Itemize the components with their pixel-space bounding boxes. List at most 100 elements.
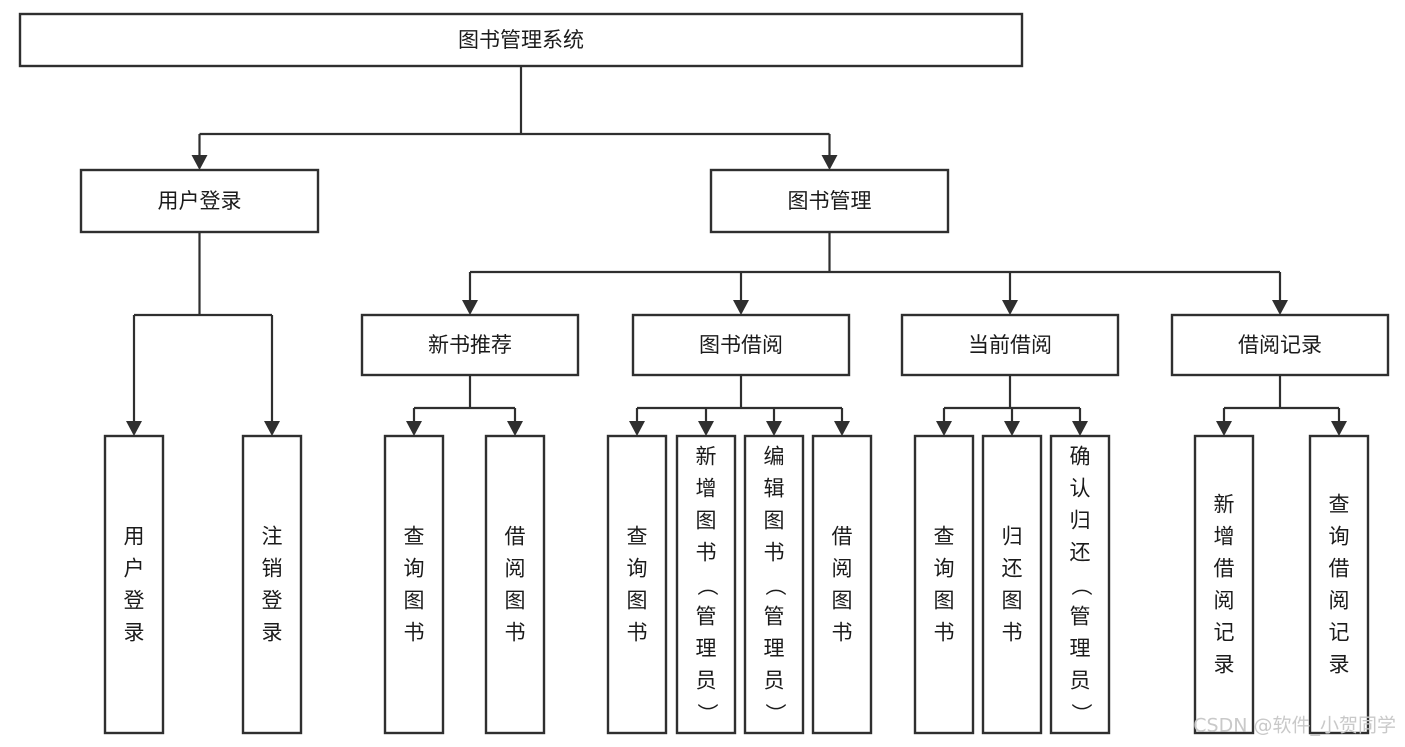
node-current-borrow[interactable]: 当前借阅 <box>900 313 1120 377</box>
svg-text:书: 书 <box>934 621 955 645</box>
node-box-book-management <box>709 168 950 234</box>
svg-text:询: 询 <box>627 557 648 581</box>
svg-text:辑: 辑 <box>764 477 785 501</box>
arrowhead-leaf-add-book <box>698 421 714 436</box>
svg-text:图: 图 <box>832 589 853 613</box>
svg-text:书: 书 <box>1002 621 1023 645</box>
node-box-leaf-add-book <box>675 434 737 735</box>
arrowhead-leaf-add-record <box>1216 421 1232 436</box>
svg-text:阅: 阅 <box>1329 589 1350 613</box>
svg-text:员: 员 <box>1070 669 1091 693</box>
arrowhead-borrow-record <box>1272 300 1288 315</box>
svg-text:询: 询 <box>1329 525 1350 549</box>
svg-text:录: 录 <box>1214 653 1235 677</box>
arrowhead-leaf-edit-book <box>766 421 782 436</box>
node-box-root <box>18 12 1024 68</box>
svg-text:录: 录 <box>1329 653 1350 677</box>
svg-text:归: 归 <box>1002 525 1023 549</box>
svg-text:）: ） <box>1069 703 1093 724</box>
svg-text:销: 销 <box>262 557 283 581</box>
svg-text:增: 增 <box>1214 525 1235 549</box>
svg-text:登: 登 <box>262 589 283 613</box>
node-label-book-management: 图书管理 <box>788 189 872 213</box>
node-box-leaf-user-login <box>103 434 165 735</box>
node-box-leaf-cur-query-book <box>913 434 975 735</box>
node-root[interactable]: 图书管理系统 <box>18 12 1024 68</box>
svg-text:阅: 阅 <box>505 557 526 581</box>
svg-text:理: 理 <box>1070 637 1091 661</box>
arrowhead-user-login <box>191 155 208 170</box>
svg-text:确: 确 <box>1070 445 1091 469</box>
svg-text:还: 还 <box>1070 541 1091 565</box>
node-borrow-record[interactable]: 借阅记录 <box>1170 313 1390 377</box>
arrowhead-leaf-user-login <box>126 421 142 436</box>
svg-text:图: 图 <box>404 589 425 613</box>
node-box-leaf-return-book <box>981 434 1043 735</box>
svg-text:员: 员 <box>764 669 785 693</box>
svg-text:理: 理 <box>696 637 717 661</box>
arrowhead-book-management <box>821 155 838 170</box>
svg-text:管: 管 <box>696 605 717 629</box>
node-box-borrow-record <box>1170 313 1390 377</box>
svg-text:用: 用 <box>124 525 145 549</box>
svg-text:查: 查 <box>404 525 425 549</box>
node-box-current-borrow <box>900 313 1120 377</box>
arrowhead-new-book-recommend <box>462 300 478 315</box>
svg-text:阅: 阅 <box>1214 589 1235 613</box>
node-label-current-borrow: 当前借阅 <box>968 333 1052 357</box>
node-box-leaf-rec-query-book <box>383 434 445 735</box>
svg-text:查: 查 <box>934 525 955 549</box>
node-leaf-user-login[interactable]: 用户登录 <box>103 434 165 735</box>
svg-text:管: 管 <box>764 605 785 629</box>
node-box-book-borrow <box>631 313 851 377</box>
arrowhead-leaf-logout <box>264 421 280 436</box>
svg-text:注: 注 <box>262 525 283 549</box>
svg-text:）: ） <box>763 703 787 724</box>
svg-text:询: 询 <box>934 557 955 581</box>
svg-text:新: 新 <box>1214 493 1235 517</box>
svg-text:阅: 阅 <box>832 557 853 581</box>
svg-text:书: 书 <box>696 541 717 565</box>
node-new-book-recommend[interactable]: 新书推荐 <box>360 313 580 377</box>
svg-text:管: 管 <box>1070 605 1091 629</box>
node-book-borrow[interactable]: 图书借阅 <box>631 313 851 377</box>
svg-text:查: 查 <box>627 525 648 549</box>
svg-text:图: 图 <box>1002 589 1023 613</box>
node-book-management[interactable]: 图书管理 <box>709 168 950 234</box>
node-box-leaf-confirm-return <box>1049 434 1111 735</box>
node-user-login[interactable]: 用户登录 <box>79 168 320 234</box>
node-label-borrow-record: 借阅记录 <box>1238 333 1322 357</box>
node-label-user-login: 用户登录 <box>158 189 242 213</box>
svg-text:新: 新 <box>696 445 717 469</box>
arrowhead-leaf-return-book <box>1004 421 1020 436</box>
svg-text:查: 查 <box>1329 493 1350 517</box>
svg-text:录: 录 <box>262 621 283 645</box>
arrowhead-book-borrow <box>733 300 749 315</box>
svg-text:图: 图 <box>696 509 717 533</box>
svg-text:户: 户 <box>124 557 145 581</box>
node-label-new-book-recommend: 新书推荐 <box>428 333 512 357</box>
csdn-watermark: CSDN @软件_小贺同学 <box>1193 715 1396 737</box>
svg-text:借: 借 <box>1329 557 1350 581</box>
svg-text:认: 认 <box>1070 477 1091 501</box>
